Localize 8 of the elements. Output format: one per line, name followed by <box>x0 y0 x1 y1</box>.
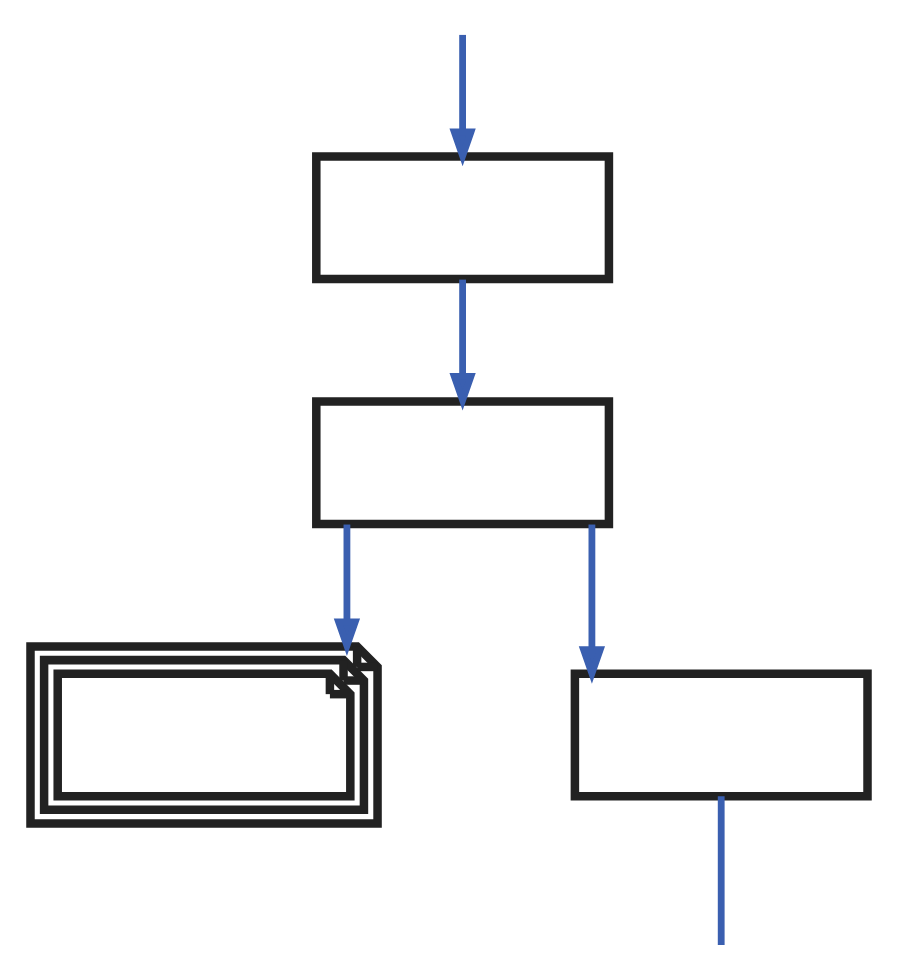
arrow <box>578 523 606 683</box>
node-box <box>312 396 614 528</box>
arrow <box>449 33 476 166</box>
node-box <box>312 151 614 283</box>
arrow <box>333 523 361 655</box>
node-box <box>570 668 872 800</box>
arrow <box>449 278 476 410</box>
connector <box>717 795 725 944</box>
